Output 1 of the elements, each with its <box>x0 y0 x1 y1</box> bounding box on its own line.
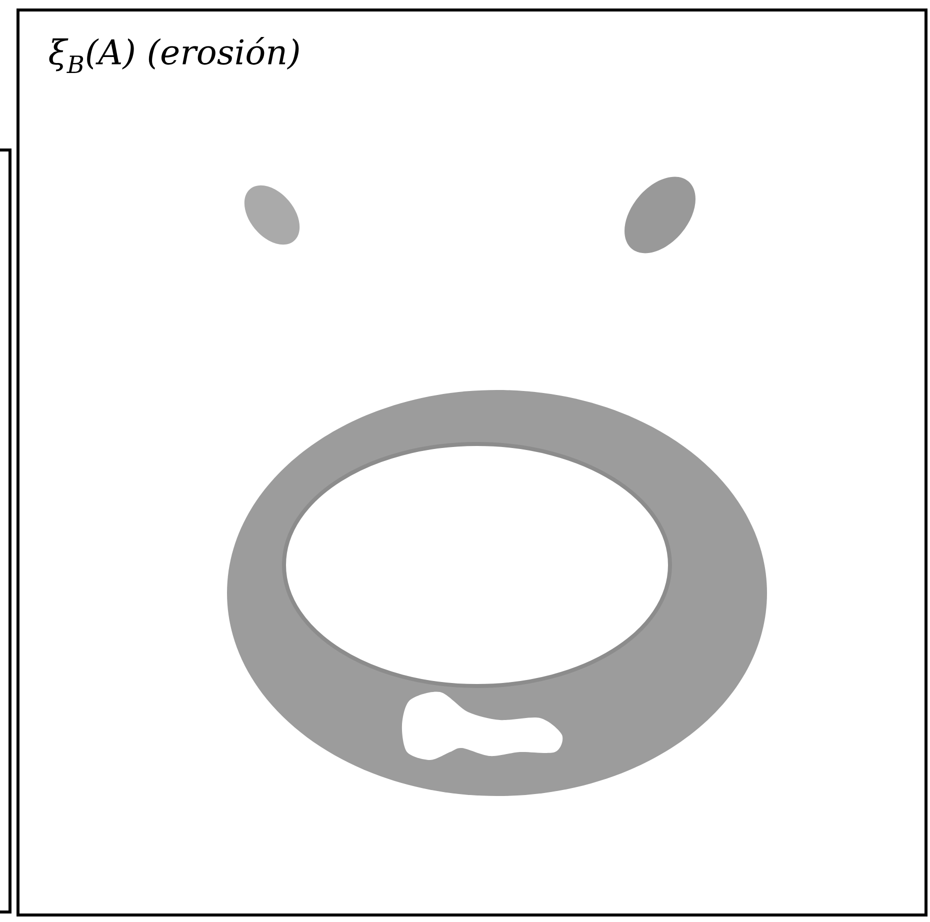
title: ξ$_{B}$(A) (erosión) <box>49 37 299 73</box>
